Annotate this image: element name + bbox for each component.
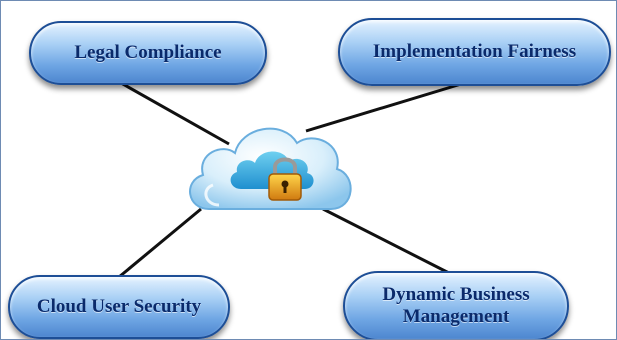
cloud-lock-icon bbox=[179, 109, 361, 234]
edge-hub-legal bbox=[120, 81, 230, 146]
node-implementation-fairness: Implementation Fairness bbox=[338, 18, 611, 86]
node-label: Legal Compliance bbox=[74, 42, 222, 63]
edge-hub-impl bbox=[305, 79, 472, 133]
node-cloud-user-security: Cloud User Security bbox=[8, 275, 230, 339]
node-dynamic-business-management: Dynamic Business Management bbox=[343, 271, 569, 339]
node-label: Implementation Fairness bbox=[372, 41, 577, 62]
edge-hub-dyn bbox=[322, 207, 450, 275]
node-label: Dynamic Business Management bbox=[382, 284, 530, 327]
edge-hub-cloud-sec bbox=[118, 207, 202, 279]
node-legal-compliance: Legal Compliance bbox=[29, 21, 267, 85]
node-label: Cloud User Security bbox=[36, 296, 202, 317]
